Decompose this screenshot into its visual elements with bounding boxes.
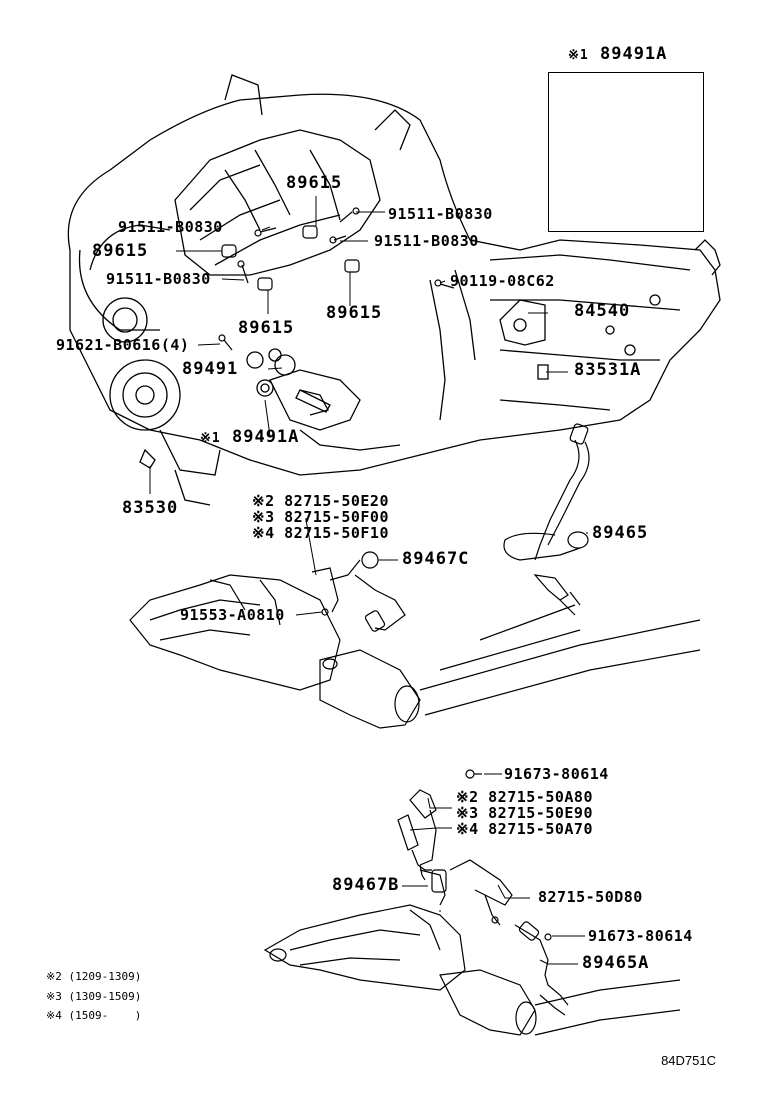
label-89491a-number: 89491A — [231, 427, 300, 447]
note-3: ※4 (1509- ) — [46, 1009, 142, 1022]
label-89615-left[interactable]: 89615 — [92, 241, 149, 261]
leader-lines — [149, 196, 588, 965]
label-89615-bottom-left[interactable]: 89615 — [238, 318, 295, 338]
label-90119-08c62[interactable]: 90119-08C62 — [450, 272, 555, 290]
label-82715-50d80[interactable]: 82715-50D80 — [538, 888, 643, 906]
label-82715-50f00[interactable]: ※3 82715-50F00 — [252, 508, 389, 526]
label-89467c[interactable]: 89467C — [402, 549, 470, 569]
label-89467b[interactable]: 89467B — [332, 875, 400, 895]
label-89615-bottom-right[interactable]: 89615 — [326, 303, 383, 323]
label-89615-top[interactable]: 89615 — [286, 173, 343, 193]
label-91673-80614-bottom[interactable]: 91673-80614 — [588, 927, 693, 945]
label-91511-b0830-left-1[interactable]: 91511-B0830 — [118, 218, 223, 236]
label-89465a[interactable]: 89465A — [582, 953, 650, 973]
label-89491a-mark: ※1 — [200, 431, 221, 446]
label-91621-b0616[interactable]: 91621-B0616(4) — [56, 336, 190, 354]
note-1: ※2 (1209-1309) — [46, 970, 142, 983]
middle-exhaust-drawing — [129, 423, 701, 729]
note-2: ※3 (1309-1509) — [46, 990, 142, 1003]
label-82715-50f10[interactable]: ※4 82715-50F10 — [252, 524, 389, 542]
inset-box — [548, 72, 704, 232]
diagram-code: 84D751C — [661, 1053, 716, 1068]
inset-title: ※1 89491A — [568, 46, 667, 64]
label-89465[interactable]: 89465 — [592, 523, 649, 543]
bottom-exhaust-drawing — [263, 769, 681, 1036]
label-91511-b0830-right-2[interactable]: 91511-B0830 — [374, 232, 479, 250]
inset-mark: ※1 — [568, 48, 589, 63]
label-82715-50a80[interactable]: ※2 82715-50A80 — [456, 788, 593, 806]
label-82715-50e20[interactable]: ※2 82715-50E20 — [252, 492, 389, 510]
label-89491a[interactable]: ※1 89491A — [200, 429, 299, 447]
label-82715-50a70[interactable]: ※4 82715-50A70 — [456, 820, 593, 838]
inset-part-number: 89491A — [599, 44, 668, 64]
label-83531a[interactable]: 83531A — [574, 360, 642, 380]
label-89491[interactable]: 89491 — [182, 359, 239, 379]
label-82715-50e90[interactable]: ※3 82715-50E90 — [456, 804, 593, 822]
label-84540[interactable]: 84540 — [574, 301, 631, 321]
label-83530[interactable]: 83530 — [122, 498, 179, 518]
label-91553-a0810[interactable]: 91553-A0810 — [180, 606, 285, 624]
label-91673-80614-top[interactable]: 91673-80614 — [504, 765, 609, 783]
label-91511-b0830-left-2[interactable]: 91511-B0830 — [106, 270, 211, 288]
label-91511-b0830-right-1[interactable]: 91511-B0830 — [388, 205, 493, 223]
engine-outline — [67, 74, 721, 506]
